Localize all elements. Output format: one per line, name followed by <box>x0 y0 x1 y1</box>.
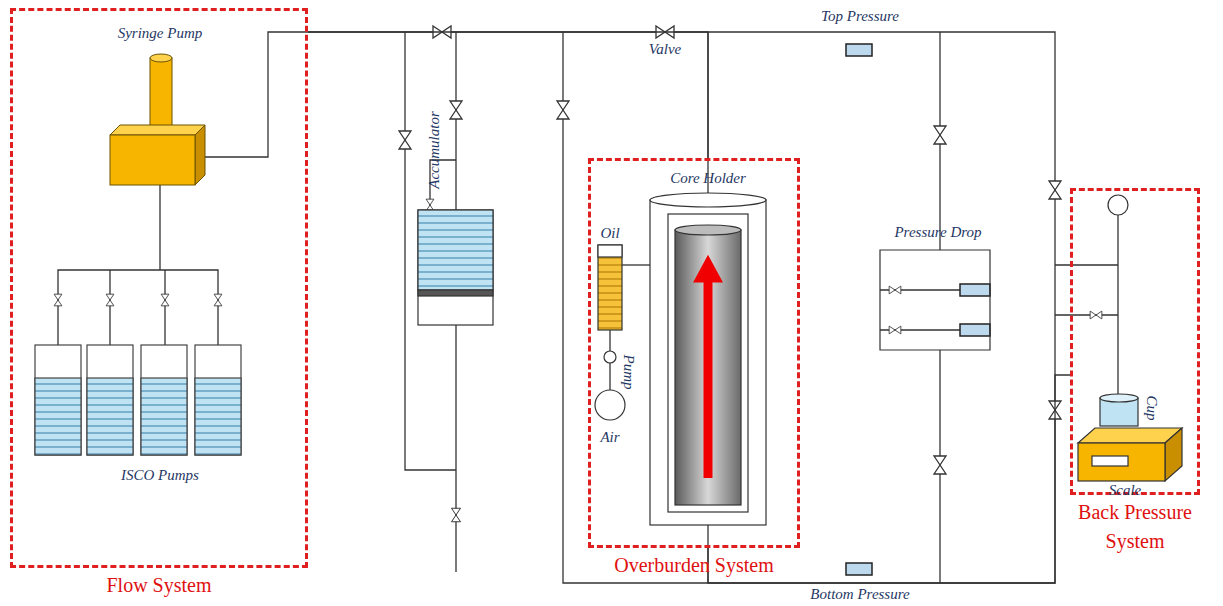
part-label: ISCO Pumps <box>121 467 199 484</box>
drawing-part <box>846 563 872 575</box>
drawing-part <box>934 456 946 474</box>
drawing-part <box>195 345 241 455</box>
drawing-part <box>846 44 872 56</box>
drawing-part <box>110 125 205 135</box>
part-label: Core Holder <box>670 170 746 187</box>
isco-pumps <box>35 345 241 455</box>
part-label: Syringe Pump <box>118 25 203 42</box>
part-label: Pump <box>621 355 638 390</box>
drawing-part <box>418 290 493 296</box>
drawing-part <box>668 214 748 512</box>
back-pressure-parts <box>1078 195 1182 481</box>
drawing-part <box>1108 195 1128 215</box>
drawing-part <box>889 286 901 294</box>
drawing-part <box>604 351 616 363</box>
pipe-connector <box>308 32 708 158</box>
drawing-part <box>650 193 766 207</box>
overburden-pump <box>595 245 625 420</box>
drawing-part <box>1055 265 1118 315</box>
system-group: Overburden System <box>588 158 800 548</box>
drawing-part <box>418 210 493 325</box>
drawing-part <box>35 345 81 455</box>
accumulator <box>418 210 493 325</box>
drawing-part <box>889 326 901 334</box>
drawing-part <box>598 245 622 257</box>
system-group: Back Pressure System <box>1070 188 1200 495</box>
drawing-part <box>694 256 722 282</box>
drawing-part <box>1090 311 1102 319</box>
drawing-part <box>1117 215 1118 395</box>
drawing-part <box>141 378 187 455</box>
drawing-part <box>106 294 114 306</box>
drawing-part <box>704 278 713 478</box>
drawing-part <box>1165 428 1182 481</box>
drawing-part <box>675 230 741 505</box>
drawing-part <box>35 378 81 455</box>
drawing-part <box>1078 428 1182 443</box>
pressure-sensors <box>846 44 990 575</box>
drawing-part <box>1078 443 1165 481</box>
drawing-part <box>960 324 990 336</box>
system-group: Flow System <box>10 8 308 568</box>
drawing-part <box>87 345 133 455</box>
drawing-part <box>418 210 493 290</box>
part-label: Valve <box>649 41 681 58</box>
pipes <box>58 32 1118 583</box>
drawing-part <box>452 508 461 522</box>
part-label: Air <box>600 429 619 446</box>
drawing-part <box>110 135 195 185</box>
drawing-part <box>675 225 741 235</box>
drawing-part <box>455 325 456 572</box>
part-label: Top Pressure <box>821 8 899 25</box>
part-label: Cup <box>1144 395 1161 420</box>
drawing-part <box>141 345 187 455</box>
drawing-part <box>1100 394 1138 402</box>
drawing-part <box>622 264 650 265</box>
drawing-part <box>934 126 946 144</box>
part-label: Pressure Drop <box>894 224 981 241</box>
group-heading: Overburden System <box>574 551 814 580</box>
drawing-part <box>54 294 62 306</box>
part-label: Scale <box>1109 482 1141 499</box>
drawing-part <box>1092 456 1128 466</box>
drawing-part <box>58 185 218 345</box>
drawing-part <box>650 200 766 525</box>
group-heading: Flow System <box>29 571 289 600</box>
drawing-part <box>1049 181 1061 199</box>
drawing-part <box>195 378 241 455</box>
valves <box>54 26 1102 522</box>
drawing-part <box>150 54 172 62</box>
drawing-part <box>426 199 434 211</box>
drawing-part <box>161 294 169 306</box>
core-holder <box>650 193 766 525</box>
part-label: Accumulator <box>426 111 443 188</box>
drawing-part <box>450 101 462 119</box>
part-label: Bottom Pressure <box>810 586 909 603</box>
group-heading: Back Pressure System <box>1065 498 1205 556</box>
part-label: Oil <box>600 225 619 242</box>
drawing-part <box>880 290 960 330</box>
drawing-part <box>455 32 456 210</box>
drawing-part <box>195 125 205 185</box>
pressure-drop-frame <box>880 250 990 350</box>
drawing-part <box>214 294 222 306</box>
drawing-part <box>150 58 172 128</box>
drawing-part <box>595 390 625 420</box>
drawing-part <box>598 245 622 330</box>
drawing-part <box>960 284 990 296</box>
drawing-part <box>557 101 569 119</box>
syringe-pump <box>110 54 205 185</box>
pipe-connector <box>708 375 1070 583</box>
drawing-part <box>87 378 133 455</box>
drawing-part <box>399 131 411 149</box>
